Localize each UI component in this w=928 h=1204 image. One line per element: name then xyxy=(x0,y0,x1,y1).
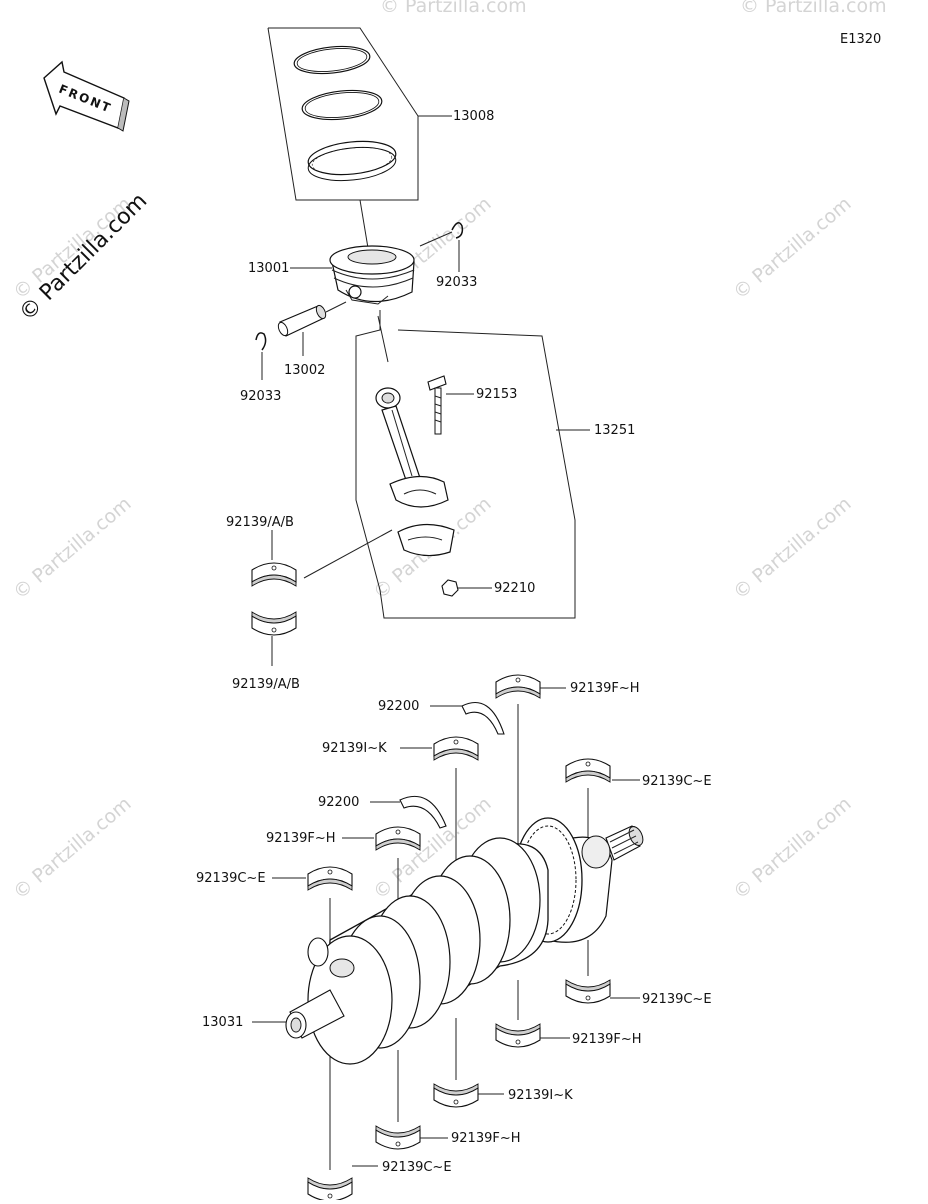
main-bearing-bottom-2 xyxy=(495,1023,541,1048)
main-bearing-top-3 xyxy=(565,758,611,783)
connecting-rod xyxy=(375,387,449,508)
callout-rod-bearing-upper: 92139/A/B xyxy=(226,515,294,530)
crankshaft xyxy=(285,817,644,1065)
main-bearing-bottom-5 xyxy=(307,1177,353,1202)
callout-main-bearing-bottom-5: 92139C~E xyxy=(382,1160,452,1175)
watermark: © Partzilla.com xyxy=(9,793,135,904)
callout-main-bearing-bottom-2: 92139F~H xyxy=(572,1032,642,1047)
main-bearing-top-4 xyxy=(375,826,421,851)
main-bearing-bottom-3 xyxy=(433,1083,479,1108)
watermark-main: © Partzilla.com xyxy=(15,189,153,327)
main-bearing-top-1 xyxy=(495,674,541,699)
front-arrow-icon: FRONT xyxy=(43,60,130,132)
rod-bolt xyxy=(427,375,447,435)
piston-pin xyxy=(277,304,327,337)
rod-bearing-upper xyxy=(251,562,297,587)
callout-snap-ring-left: 92033 xyxy=(240,389,281,404)
callout-main-bearing-top-3: 92139C~E xyxy=(642,774,712,789)
callout-crankshaft: 13031 xyxy=(202,1015,243,1030)
callout-thrust-washer-2: 92200 xyxy=(318,795,359,810)
callout-main-bearing-top-4: 92139F~H xyxy=(266,831,336,846)
watermark: © Partzilla.com xyxy=(729,793,855,904)
callout-rod-bolt: 92153 xyxy=(476,387,517,402)
callout-main-bearing-bottom-1: 92139C~E xyxy=(642,992,712,1007)
diagram-code: E1320 xyxy=(840,32,881,47)
piston xyxy=(329,245,415,305)
watermark: © Partzilla.com xyxy=(380,0,527,17)
callout-main-bearing-top-1: 92139F~H xyxy=(570,681,640,696)
thrust-washer-2 xyxy=(399,795,447,829)
main-bearing-bottom-4 xyxy=(375,1125,421,1150)
rod-bearing-lower xyxy=(251,611,297,636)
piston-ring-set xyxy=(267,27,419,201)
callout-piston-rings: 13008 xyxy=(453,109,494,124)
rod-cap xyxy=(397,523,455,557)
callout-snap-ring-right: 92033 xyxy=(436,275,477,290)
callout-main-bearing-bottom-4: 92139F~H xyxy=(451,1131,521,1146)
snap-ring-right xyxy=(451,222,464,239)
main-bearing-top-2 xyxy=(433,736,479,761)
callout-piston-pin: 13002 xyxy=(284,363,325,378)
main-bearing-top-5 xyxy=(307,866,353,891)
callout-main-bearing-top-5: 92139C~E xyxy=(196,871,266,886)
callout-rod-bearing-lower: 92139/A/B xyxy=(232,677,300,692)
callout-piston: 13001 xyxy=(248,261,289,276)
callout-main-bearing-bottom-3: 92139I~K xyxy=(508,1088,573,1103)
watermark-group: © Partzilla.com © Partzilla.com © Partzi… xyxy=(9,0,887,904)
watermark: © Partzilla.com xyxy=(729,493,855,604)
callout-connecting-rod: 13251 xyxy=(594,423,635,438)
watermark: © Partzilla.com xyxy=(729,193,855,304)
main-bearing-bottom-1 xyxy=(565,979,611,1004)
callout-thrust-washer-1: 92200 xyxy=(378,699,419,714)
rod-nut xyxy=(441,579,459,597)
watermark: © Partzilla.com xyxy=(9,493,135,604)
callout-main-bearing-top-2: 92139I~K xyxy=(322,741,387,756)
watermark: © Partzilla.com xyxy=(740,0,887,17)
thrust-washer-1 xyxy=(461,701,505,735)
connecting-rod-box xyxy=(355,310,576,619)
snap-ring-left xyxy=(255,332,267,351)
callout-rod-nut: 92210 xyxy=(494,581,535,596)
